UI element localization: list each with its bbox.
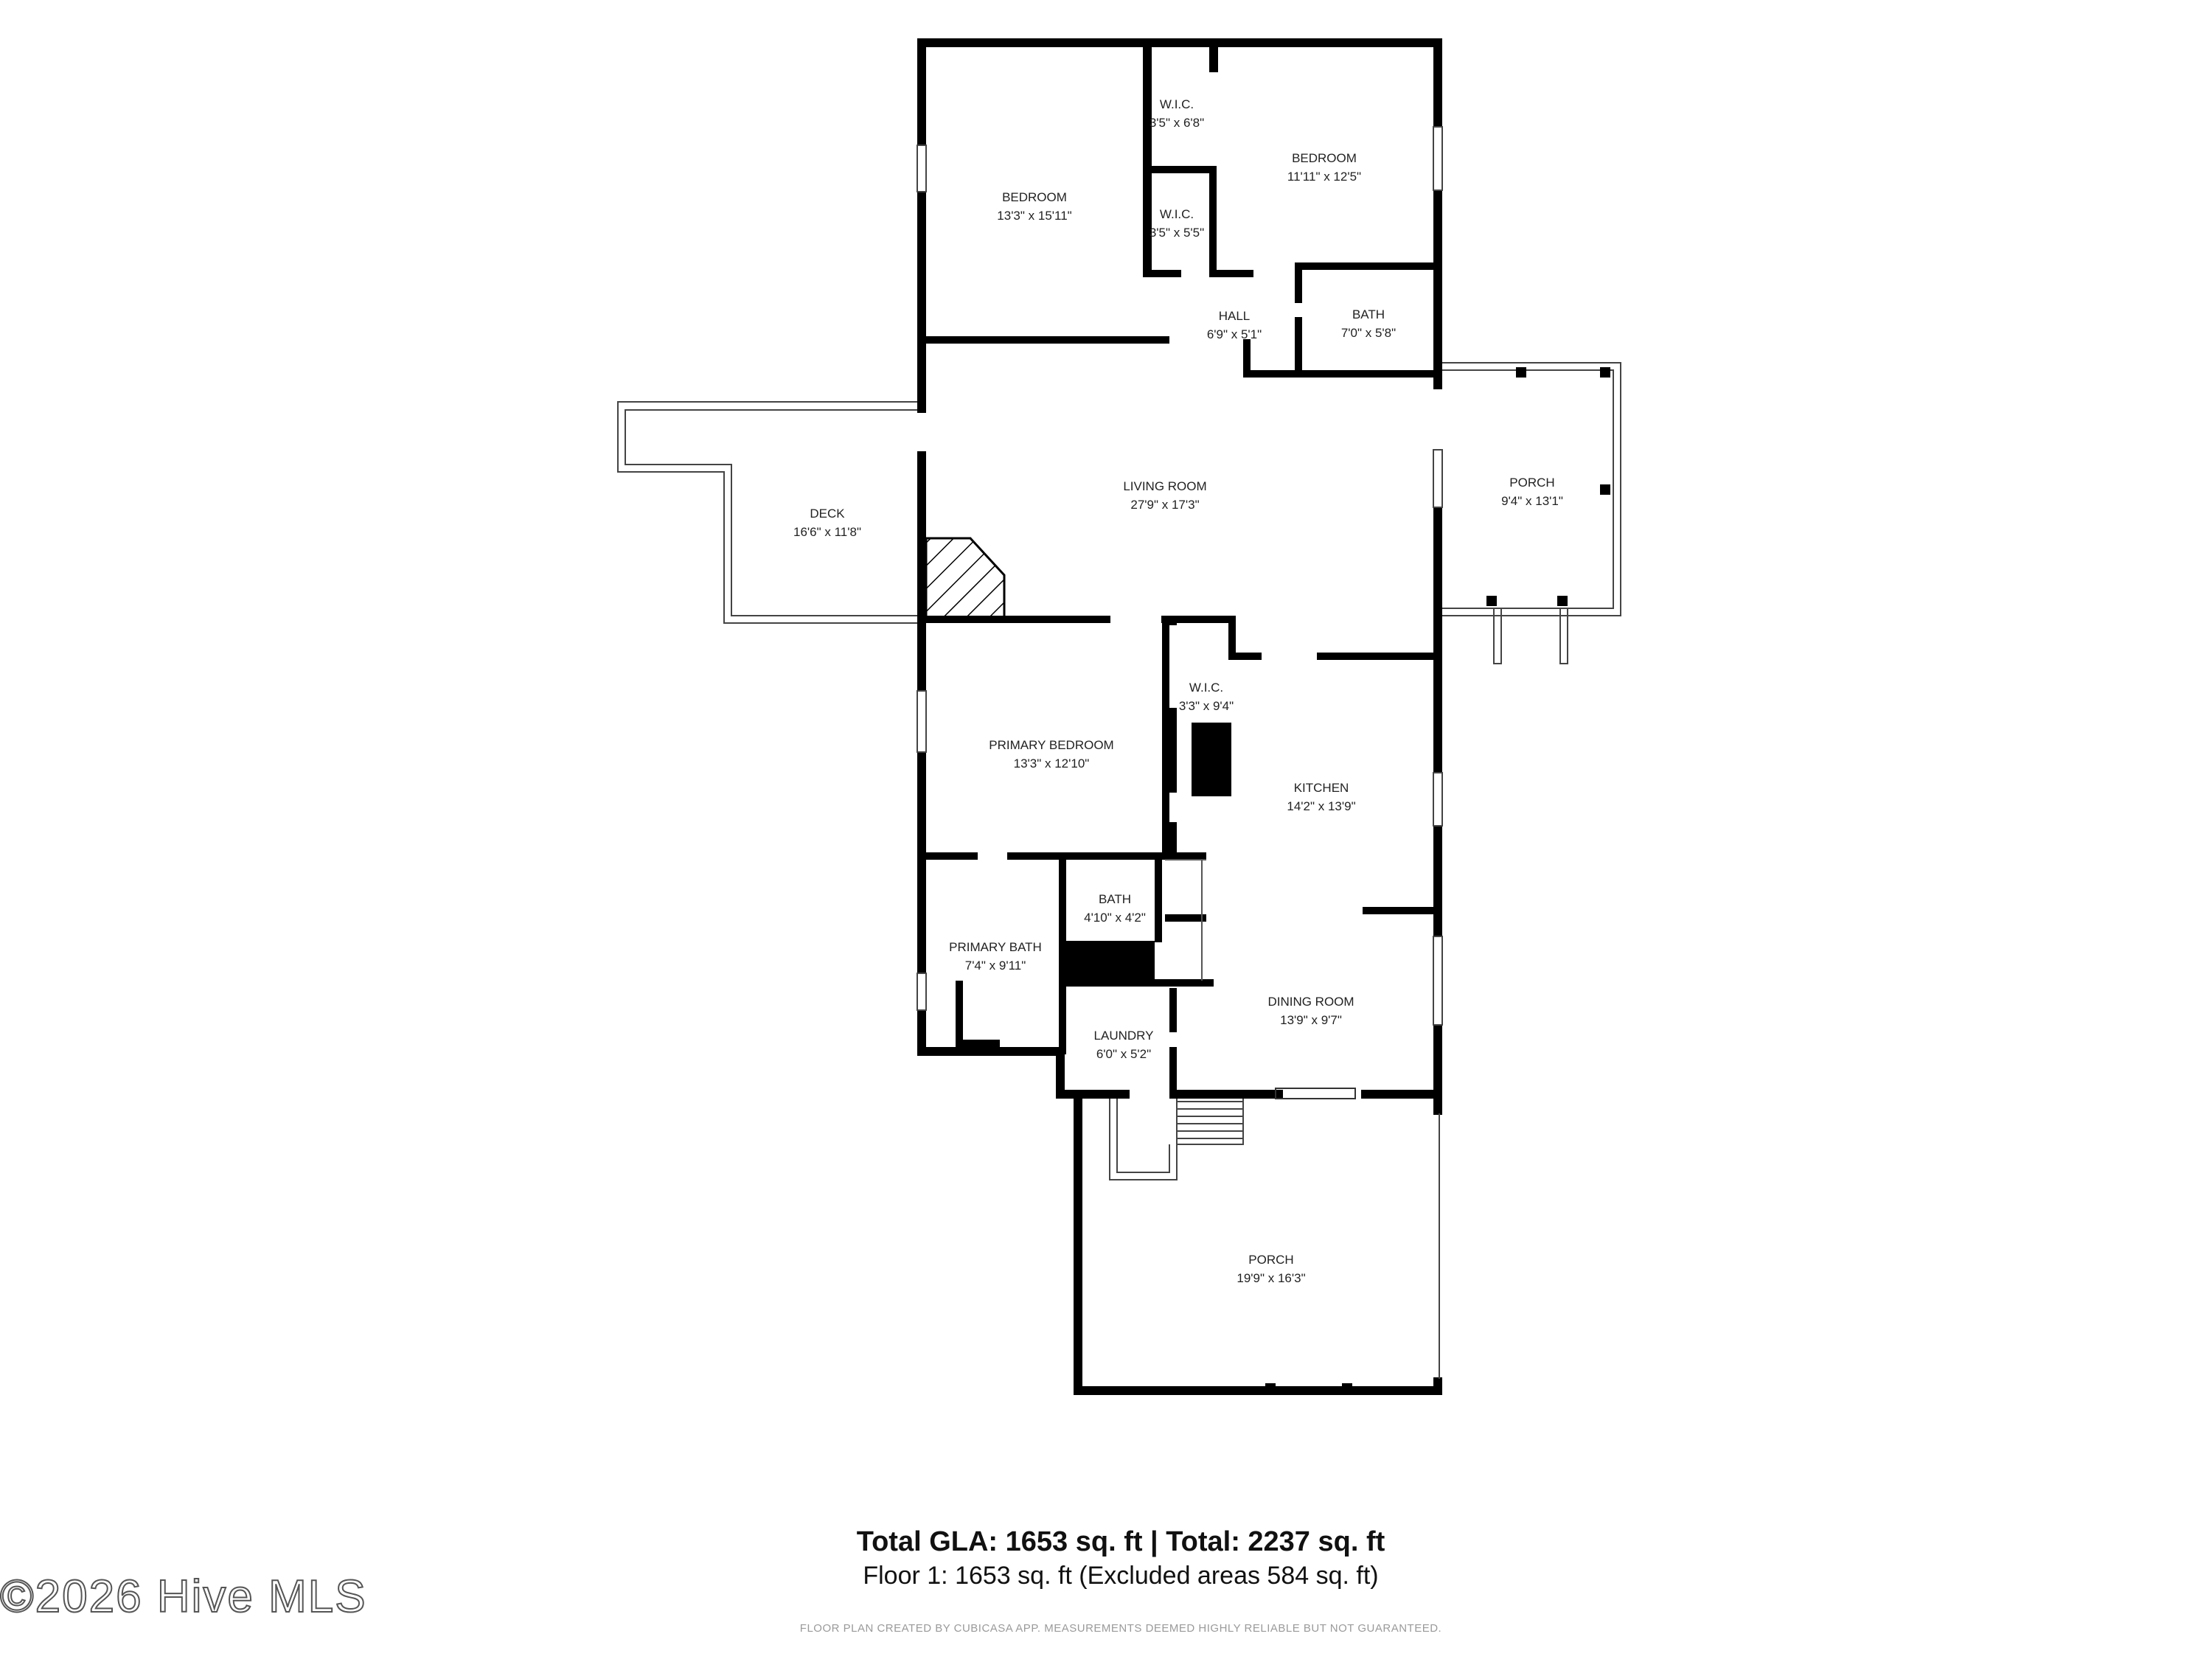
south-porch-outline (1074, 1091, 1442, 1395)
wic-1-name: W.I.C. (1160, 97, 1194, 111)
walls (917, 38, 1442, 1099)
floor-area: Floor 1: 1653 sq. ft (Excluded areas 584… (863, 1562, 1379, 1590)
primary-bedroom-dims: 13'3" x 12'10" (1014, 757, 1090, 771)
hall-dims: 6'9" x 5'1" (1207, 327, 1262, 341)
dining-room-dims: 13'9" x 9'7" (1280, 1013, 1342, 1027)
porch-south-name: PORCH (1248, 1253, 1293, 1267)
porch-east-name: PORCH (1509, 476, 1554, 490)
living-room-dims: 27'9" x 17'3" (1130, 498, 1199, 512)
fireplace (925, 537, 1006, 619)
wic-2-name: W.I.C. (1160, 207, 1194, 221)
deck-dims: 16'6" x 11'8" (793, 525, 861, 539)
laundry-name: LAUNDRY (1094, 1029, 1154, 1043)
wic-1-dims: 3'5" x 6'8" (1150, 116, 1204, 130)
laundry-dims: 6'0" x 5'2" (1096, 1047, 1151, 1061)
wic-2-dims: 3'5" x 5'5" (1150, 226, 1204, 240)
dining-room-name: DINING ROOM (1267, 995, 1354, 1009)
primary-bath-dims: 7'4" x 9'11" (965, 959, 1026, 973)
porch-east-dims: 9'4" x 13'1" (1501, 494, 1563, 508)
bath-lower-dims: 4'10" x 4'2" (1084, 911, 1146, 925)
primary-bedroom-name: PRIMARY BEDROOM (989, 738, 1113, 752)
wic-3-dims: 3'3" x 9'4" (1179, 699, 1234, 713)
kitchen-name: KITCHEN (1294, 781, 1349, 795)
bath-upper-dims: 7'0" x 5'8" (1341, 326, 1396, 340)
deck-outline (617, 401, 923, 624)
kitchen-dims: 14'2" x 13'9" (1287, 799, 1355, 813)
bedroom-west-dims: 13'3" x 15'11" (997, 209, 1071, 223)
living-room-name: LIVING ROOM (1123, 479, 1206, 493)
east-porch-posts (1486, 367, 1610, 606)
room-labels: BEDROOM 13'3" x 15'11" W.I.C. 3'5" x 6'8… (793, 97, 1563, 1285)
bath-upper-name: BATH (1352, 307, 1385, 321)
windows (917, 126, 1443, 1026)
bedroom-east-name: BEDROOM (1292, 151, 1357, 165)
total-area: Total GLA: 1653 sq. ft | Total: 2237 sq.… (856, 1526, 1385, 1557)
bath-lower-name: BATH (1099, 892, 1131, 906)
bedroom-west-name: BEDROOM (1002, 190, 1067, 204)
porch-south-dims: 19'9" x 16'3" (1237, 1271, 1305, 1285)
primary-bath-name: PRIMARY BATH (949, 940, 1042, 954)
hall-name: HALL (1219, 309, 1251, 323)
disclaimer: FLOOR PLAN CREATED BY CUBICASA APP. MEAS… (799, 1622, 1442, 1635)
bedroom-east-dims: 11'11" x 12'5" (1287, 170, 1361, 184)
deck-name: DECK (810, 507, 845, 521)
east-porch-outline (1438, 362, 1621, 664)
wic-3-name: W.I.C. (1189, 681, 1223, 695)
partition-lines (1165, 859, 1356, 1099)
watermark: ©2026 Hive MLS (0, 1571, 367, 1623)
